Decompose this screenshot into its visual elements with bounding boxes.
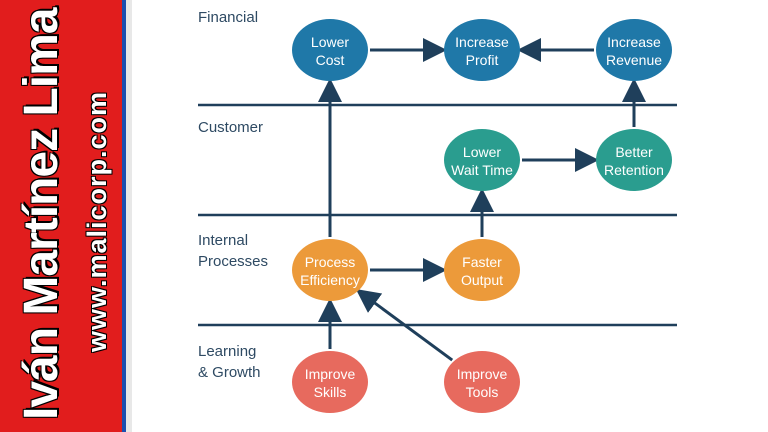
side-banner: Iván Martínez Lima www.malicorp.com bbox=[0, 0, 122, 432]
node-shape bbox=[292, 239, 368, 301]
lane-label-financial: Financial bbox=[198, 9, 258, 26]
arrows bbox=[318, 38, 646, 362]
node-shape bbox=[444, 239, 520, 301]
arrow-improve-tools-to-process-efficiency bbox=[355, 288, 454, 362]
node-shape bbox=[444, 19, 520, 81]
brand-url: www.malicorp.com bbox=[82, 90, 112, 352]
node-shape bbox=[596, 19, 672, 81]
node-shape bbox=[444, 129, 520, 191]
lane-label-learning: Learning& Growth bbox=[198, 343, 261, 381]
lane-label-customer: Customer bbox=[198, 119, 263, 136]
node-shape bbox=[292, 19, 368, 81]
node-shape bbox=[292, 351, 368, 413]
banner-stripes bbox=[122, 0, 132, 432]
lane-dividers bbox=[198, 103, 677, 327]
node-shape bbox=[596, 129, 672, 191]
brand-name: Iván Martínez Lima bbox=[15, 8, 68, 420]
node-shape bbox=[444, 351, 520, 413]
